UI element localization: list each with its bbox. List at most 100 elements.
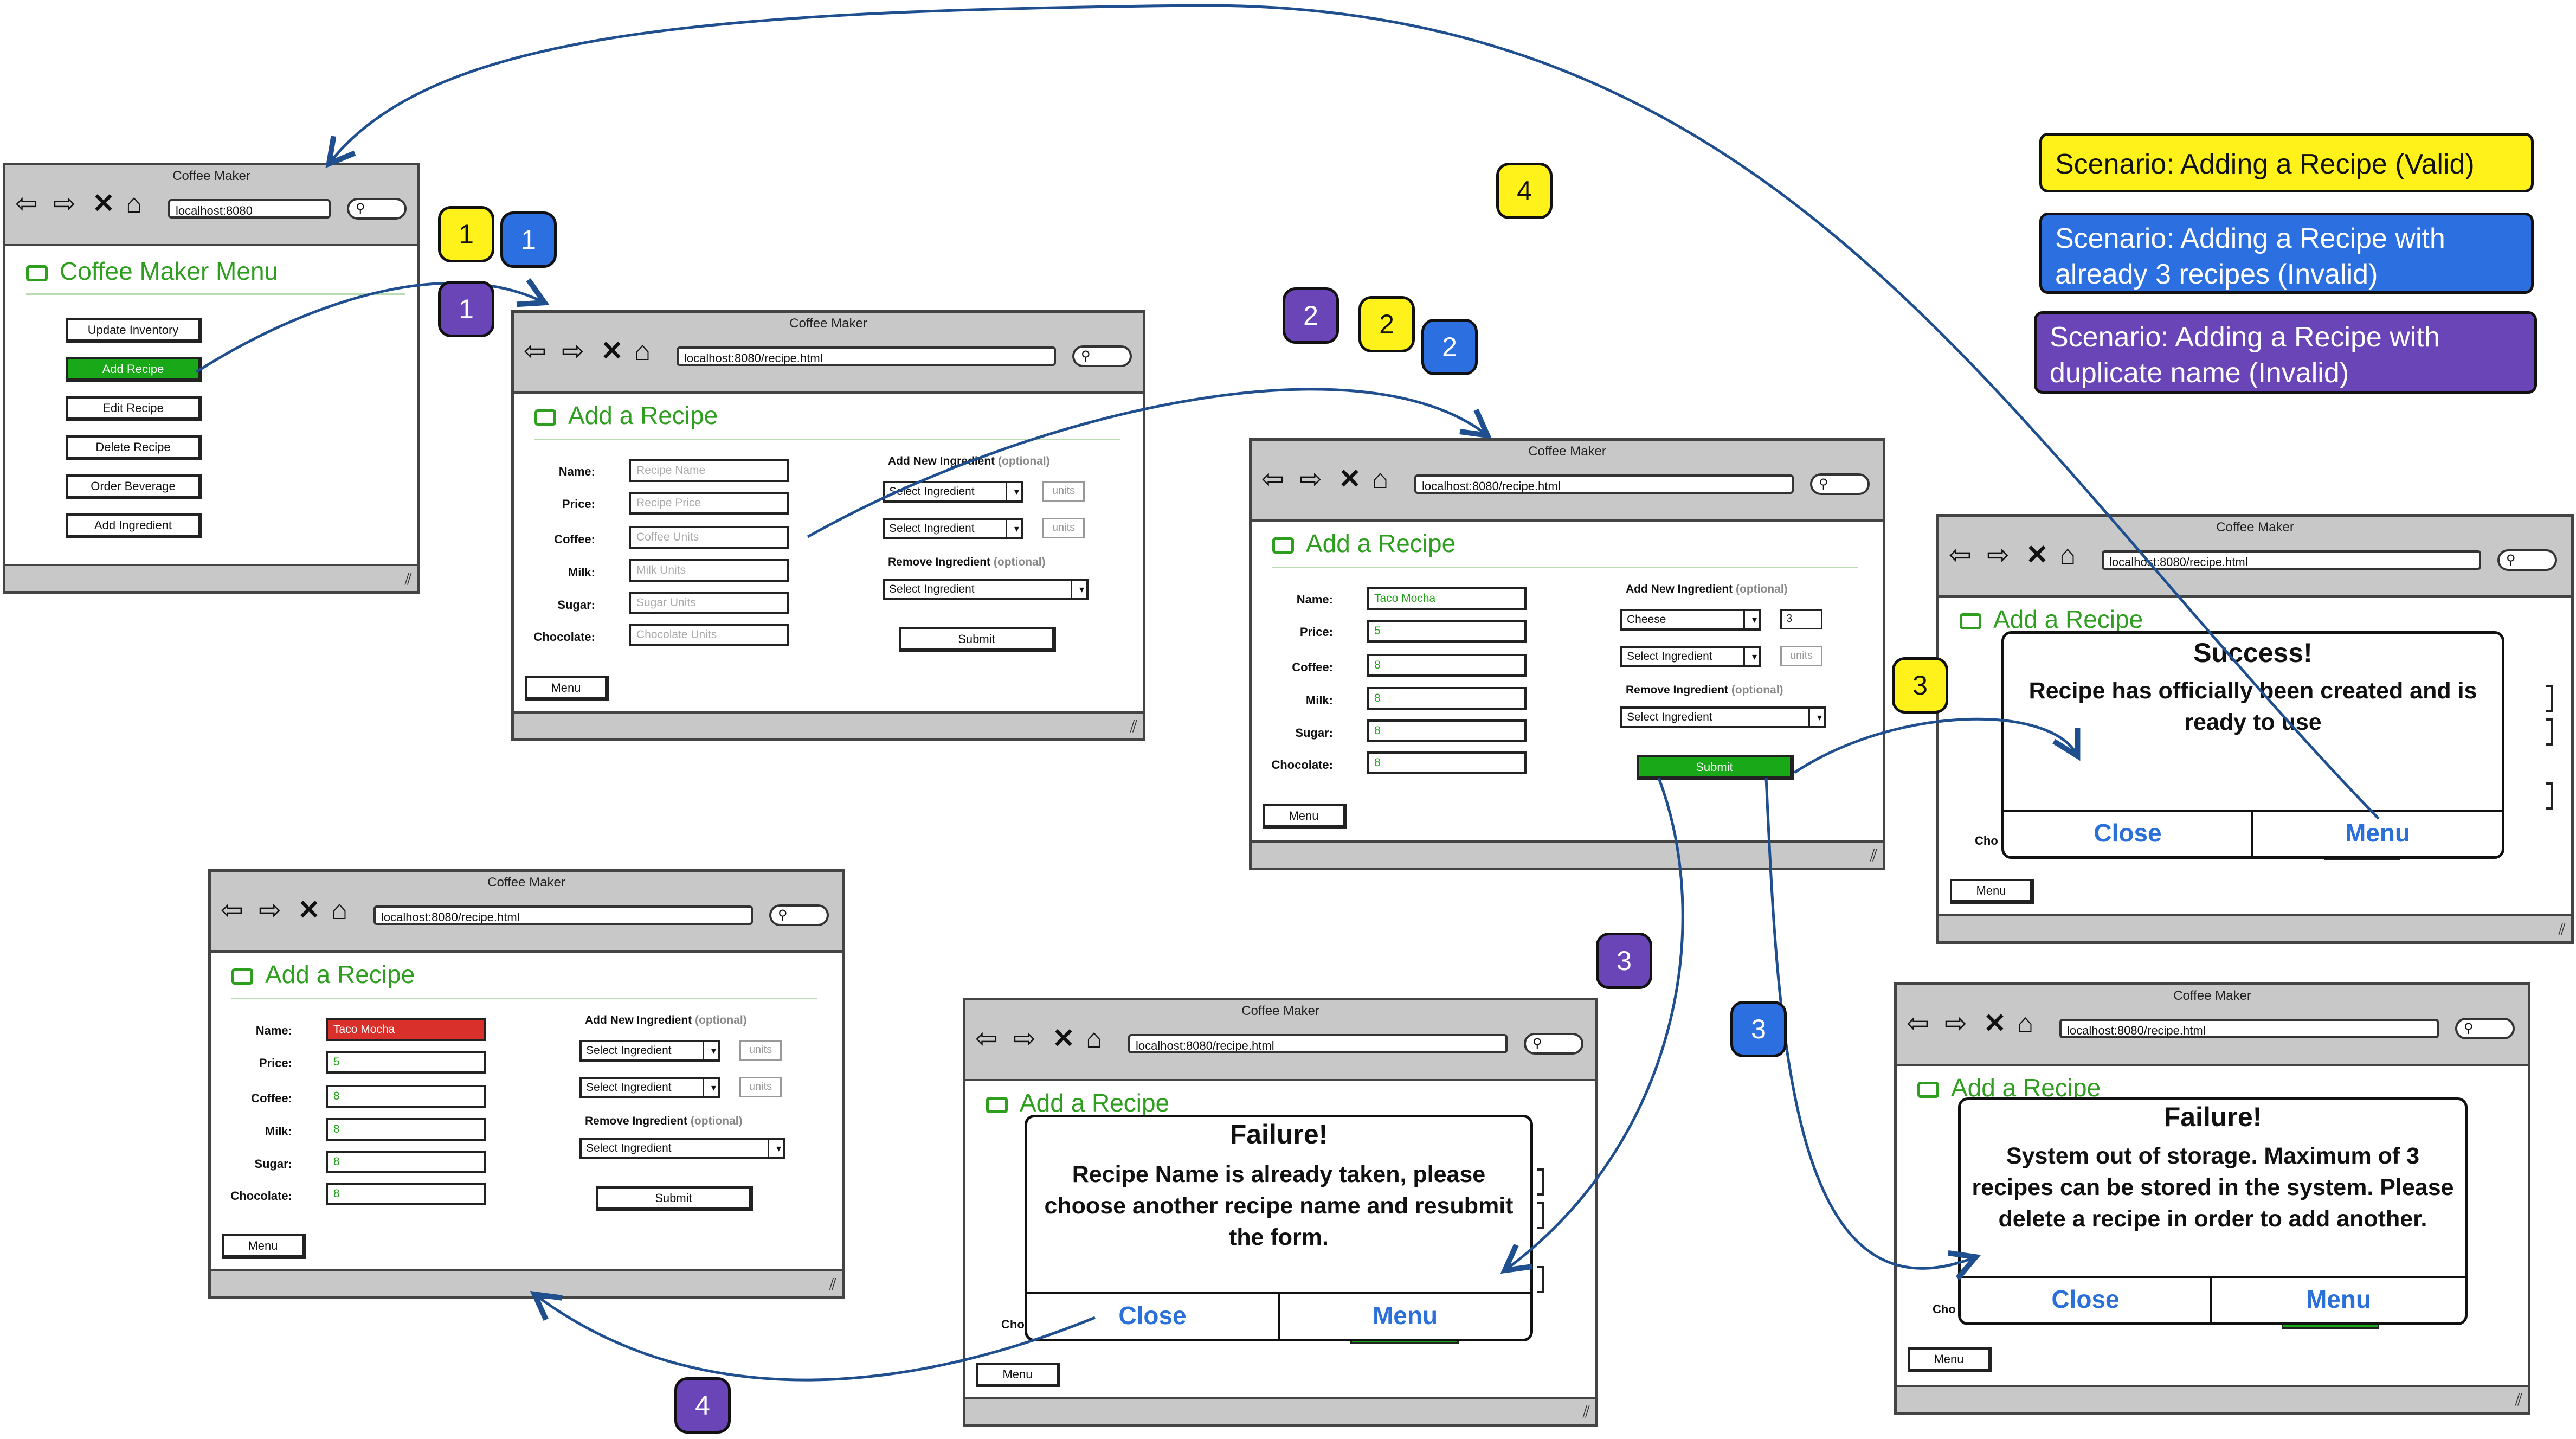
add-ingredient-select-1[interactable]: Select Ingredient▾ [883,481,1023,503]
home-icon[interactable]: ⌂ [1086,1023,1103,1053]
units-input-1[interactable]: units [1042,481,1085,502]
back-arrow-icon[interactable]: ⇦ [524,336,546,366]
add-ingredient-select-2[interactable]: Select Ingredient▾ [1620,646,1761,667]
search-icon[interactable]: ⚲ [769,904,829,926]
search-icon[interactable]: ⚲ [347,198,407,220]
dialog-menu-button[interactable]: Menu [2305,1285,2372,1313]
chocolate-label-fragment: Cho [1001,1318,1025,1331]
close-button[interactable]: Close [2051,1285,2120,1313]
milk-input[interactable]: 8 [326,1118,486,1141]
search-icon[interactable]: ⚲ [1524,1033,1583,1055]
home-icon[interactable]: ⌂ [1372,464,1389,494]
address-bar[interactable]: localhost:8080/recipe.html [1128,1034,1508,1053]
menu-button[interactable]: Menu [525,676,609,701]
address-bar[interactable]: localhost:8080/recipe.html [373,905,753,925]
add-ingredient-select-2[interactable]: Select Ingredient▾ [883,518,1023,539]
window-title: Coffee Maker [2173,988,2251,1003]
coffee-input[interactable]: 8 [1367,654,1527,677]
submit-button[interactable]: Submit [596,1186,753,1211]
add-ingredient-button[interactable]: Add Ingredient [66,513,202,538]
chocolate-input[interactable]: 8 [1367,751,1527,774]
units-input-1[interactable]: 3 [1780,609,1822,629]
menu-button[interactable]: Menu [1908,1347,1992,1372]
coffee-input[interactable]: 8 [326,1085,486,1108]
forward-arrow-icon[interactable]: ⇨ [1013,1023,1036,1053]
dialog-menu-button[interactable]: Menu [2345,819,2411,847]
menu-button[interactable]: Menu [1950,879,2034,904]
chocolate-input[interactable]: 8 [326,1183,486,1205]
back-arrow-icon[interactable]: ⇦ [15,188,38,219]
units-input-2[interactable]: units [1780,646,1822,666]
back-arrow-icon[interactable]: ⇦ [1949,539,1972,570]
milk-input[interactable]: Milk Units [629,559,789,582]
forward-arrow-icon[interactable]: ⇨ [1299,464,1322,494]
back-arrow-icon[interactable]: ⇦ [1261,464,1284,494]
home-icon[interactable]: ⌂ [2059,539,2076,570]
menu-button[interactable]: Menu [976,1363,1060,1387]
forward-arrow-icon[interactable]: ⇨ [1944,1008,1967,1038]
price-input[interactable]: Recipe Price [629,492,789,515]
search-icon[interactable]: ⚲ [1072,345,1132,367]
forward-arrow-icon[interactable]: ⇨ [562,336,584,366]
remove-ingredient-select[interactable]: Select Ingredient▾ [883,579,1089,600]
edit-recipe-button[interactable]: Edit Recipe [66,396,202,421]
units-input-2[interactable]: units [739,1077,782,1097]
delete-recipe-button[interactable]: Delete Recipe [66,435,202,460]
coffee-input[interactable]: Coffee Units [629,526,789,549]
submit-button[interactable]: Submit [1637,755,1794,780]
update-inventory-button[interactable]: Update Inventory [66,318,202,343]
name-input-error[interactable]: Taco Mocha [326,1018,486,1041]
stop-icon[interactable]: ✕ [1052,1023,1075,1053]
remove-ingredient-select[interactable]: Select Ingredient▾ [579,1138,785,1159]
stop-icon[interactable]: ✕ [2026,539,2049,570]
home-icon[interactable]: ⌂ [2017,1008,2034,1038]
home-icon[interactable]: ⌂ [331,895,348,925]
page-title: Add a Recipe [1917,1073,2101,1102]
close-button[interactable]: Close [2094,819,2162,847]
sugar-input[interactable]: Sugar Units [629,592,789,614]
home-icon[interactable]: ⌂ [126,188,143,219]
name-input[interactable]: Taco Mocha [1367,587,1527,610]
search-icon[interactable]: ⚲ [2497,549,2557,571]
legend-duplicate: Scenario: Adding a Recipe with duplicate… [2034,311,2537,394]
stop-icon[interactable]: ✕ [92,188,115,219]
forward-arrow-icon[interactable]: ⇨ [1987,539,2010,570]
close-button[interactable]: Close [1118,1301,1187,1329]
chocolate-input[interactable]: Chocolate Units [629,624,789,646]
dialog-menu-button[interactable]: Menu [1372,1301,1438,1329]
search-icon[interactable]: ⚲ [2455,1018,2515,1039]
back-arrow-icon[interactable]: ⇦ [221,895,243,925]
price-input[interactable]: 5 [326,1051,486,1074]
address-bar[interactable]: localhost:8080/recipe.html [1414,474,1794,494]
menu-button[interactable]: Menu [1263,804,1347,829]
submit-button[interactable]: Submit [899,627,1056,652]
add-recipe-button[interactable]: Add Recipe [66,357,202,382]
remove-ingredient-select[interactable]: Select Ingredient▾ [1620,706,1826,728]
forward-arrow-icon[interactable]: ⇨ [259,895,281,925]
address-bar[interactable]: localhost:8080/recipe.html [677,346,1056,366]
add-ingredient-select-1[interactable]: Select Ingredient▾ [579,1040,720,1062]
address-bar[interactable]: localhost:8080 [168,199,331,219]
name-input[interactable]: Recipe Name [629,459,789,482]
units-input-1[interactable]: units [739,1040,782,1061]
add-ingredient-select-1[interactable]: Cheese▾ [1620,609,1761,631]
forward-arrow-icon[interactable]: ⇨ [53,188,76,219]
sugar-input[interactable]: 8 [1367,720,1527,742]
home-icon[interactable]: ⌂ [634,336,651,366]
back-arrow-icon[interactable]: ⇦ [975,1023,998,1053]
page-title: Add a Recipe [1960,605,2143,634]
price-input[interactable]: 5 [1367,620,1527,643]
units-input-2[interactable]: units [1042,518,1085,538]
order-beverage-button[interactable]: Order Beverage [66,474,202,499]
stop-icon[interactable]: ✕ [1983,1008,2006,1038]
stop-icon[interactable]: ✕ [298,895,320,925]
add-ingredient-select-2[interactable]: Select Ingredient▾ [579,1077,720,1098]
sugar-input[interactable]: 8 [326,1151,486,1173]
stop-icon[interactable]: ✕ [1338,464,1361,494]
menu-button[interactable]: Menu [222,1234,306,1259]
milk-input[interactable]: 8 [1367,687,1527,710]
search-icon[interactable]: ⚲ [1810,473,1870,495]
back-arrow-icon[interactable]: ⇦ [1907,1008,1929,1038]
stop-icon[interactable]: ✕ [601,336,623,366]
address-bar[interactable]: localhost:8080/recipe.html [2059,1019,2439,1038]
